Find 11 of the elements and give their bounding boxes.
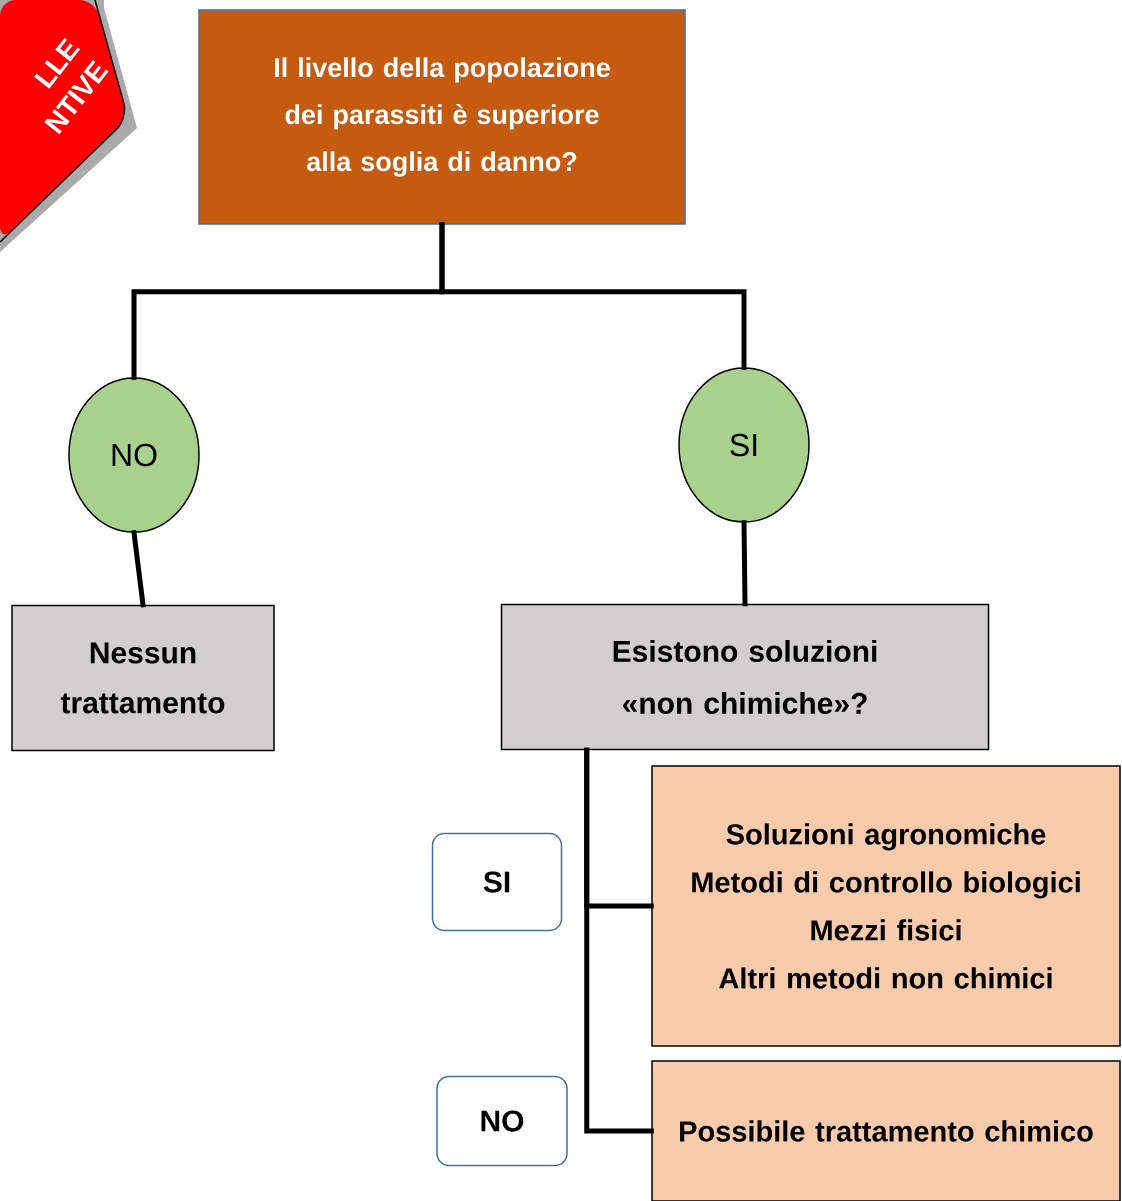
answer-label-box: SI (431, 832, 563, 932)
connector-line (131, 530, 146, 608)
connector-line (584, 747, 654, 1134)
process-box: Esistono soluzioni «non chimiche»? (500, 603, 990, 751)
outcome-box: Possibile trattamento chimico (651, 1060, 1121, 1201)
connector-line (439, 222, 747, 370)
answer-label-box: NO (436, 1075, 568, 1167)
connector-line (741, 520, 748, 607)
process-box: Nessun trattamento (11, 604, 275, 752)
question-box: Il livello della popolazione dei parassiti è superiore alla soglia di danno? (198, 9, 686, 225)
outcome-box: Soluzioni agronomiche Metodi di controllo biologici Mezzi fisici Altri metodi non chimici (651, 765, 1121, 1047)
